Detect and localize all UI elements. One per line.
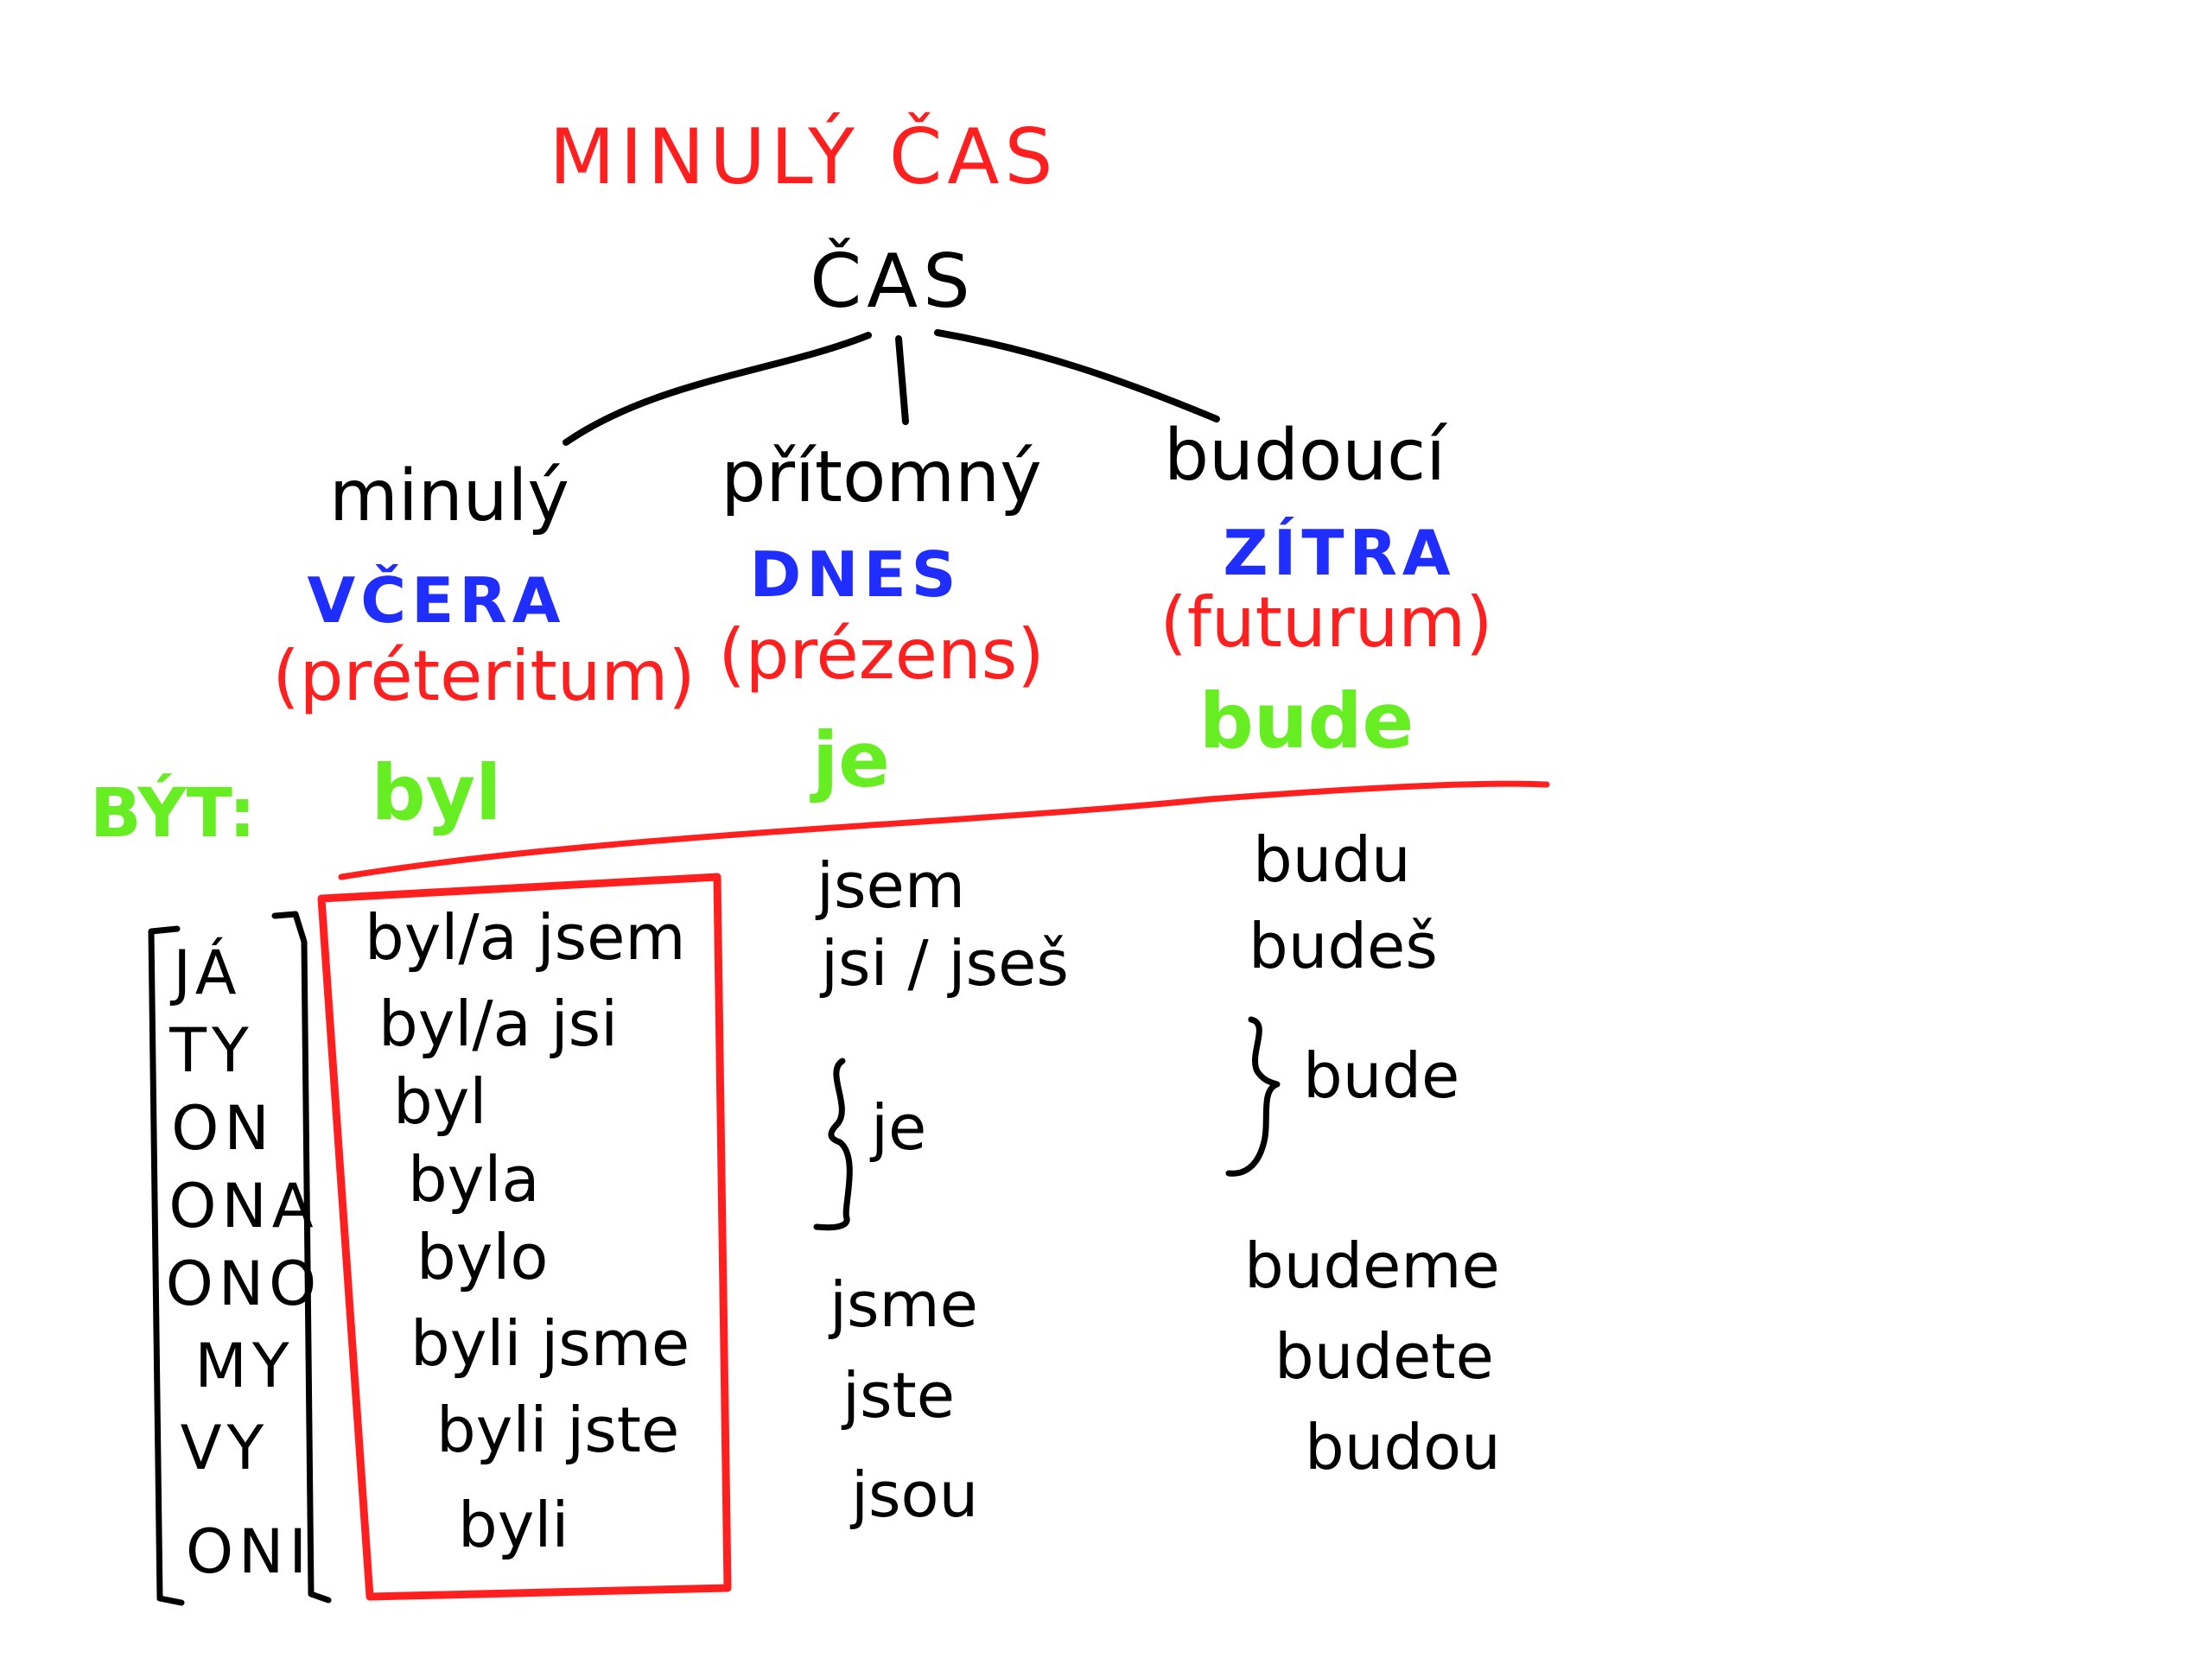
past-form-vy: byli jste [436,1394,679,1466]
pronoun-ona: ONA [168,1171,318,1242]
time-word-present: DNES [749,538,961,611]
present-form-third-singular: je [869,1091,926,1164]
present-form-oni: jsou [849,1458,978,1531]
time-word-future: ZÍTRA [1223,517,1455,589]
tense-name-future: budoucí [1164,415,1447,497]
past-forms-list: byl/a jsem byl/a jsi byl byla bylo byli … [365,901,690,1561]
byt-form-present: je [810,715,890,804]
divider-line [338,780,1550,880]
branch-left [563,332,872,446]
pronoun-list: JÁ TY ON ONA ONO MY VY ONI [166,937,322,1587]
past-form-on: byl [393,1065,486,1138]
past-form-oni: byli [458,1489,569,1561]
pronoun-ty: TY [168,1015,254,1086]
past-form-my: byli jsme [410,1307,690,1380]
tense-name-present: přítomný [721,436,1041,518]
present-form-my: jsme [828,1268,978,1341]
past-form-ona: byla [408,1143,539,1216]
present-form-ty: jsi / jseš [819,927,1069,1000]
past-forms-highlight-box [317,873,732,1601]
future-curly-brace [1225,1016,1281,1177]
latin-term-past: (préteritum) [272,636,695,716]
past-form-ty: byl/a jsi [378,988,618,1060]
future-form-third-singular: bude [1303,1039,1459,1112]
verb-label: BÝT: [90,773,256,853]
future-forms-list: budu budeš bude budeme budete budou [1244,823,1501,1483]
title: MINULÝ ČAS [550,112,1058,201]
branch-center [895,335,909,425]
pronoun-bracket [148,911,332,1606]
latin-term-future: (futurum) [1160,582,1493,663]
tree-branches [563,329,1220,446]
past-form-ja: byl/a jsem [365,901,686,974]
present-form-ja: jsem [815,849,965,922]
present-curly-brace [813,1058,853,1231]
present-forms-list: jsem jsi / jseš je jsme jste jsou [815,849,1069,1531]
branch-right [934,329,1220,422]
pronoun-oni: ONI [186,1516,312,1587]
byt-form-past: byl [372,748,502,837]
pronoun-my: MY [194,1331,294,1401]
bracket-right [271,911,332,1604]
latin-term-present: (prézens) [718,614,1044,695]
present-form-vy: jste [841,1359,955,1432]
byt-form-future: bude [1199,677,1414,765]
tense-name-past: minulý [329,455,569,537]
future-form-ja: budu [1253,823,1411,896]
past-form-ono: bylo [416,1221,548,1293]
pronoun-ono: ONO [166,1248,322,1319]
future-form-oni: budou [1305,1411,1501,1483]
bracket-left [148,925,185,1606]
future-form-vy: budete [1274,1320,1494,1393]
pronoun-on: ON [171,1093,274,1164]
pronoun-ja: JÁ [169,937,241,1008]
pronoun-vy: VY [181,1413,270,1483]
root-node: ČAS [810,238,975,325]
future-form-ty: budeš [1249,910,1438,982]
future-form-my: budeme [1244,1229,1500,1302]
time-word-past: VČERA [308,564,566,637]
